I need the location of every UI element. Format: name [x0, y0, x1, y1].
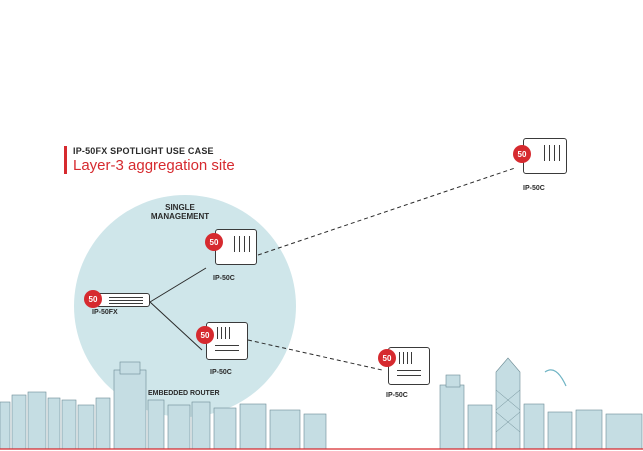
- ip-50c-node-right-top: 50 IP-50C: [513, 136, 573, 196]
- link-fx-to-top: [149, 267, 207, 303]
- model-50-badge: 50: [205, 233, 223, 251]
- ip-50c-node-right-bottom: 50 IP-50C: [378, 345, 438, 405]
- node-label: IP-50C: [523, 185, 545, 192]
- node-label: IP-50FX: [92, 309, 118, 316]
- ip-50c-node-top: 50 IP-50C: [205, 225, 265, 285]
- ip-50c-device: [206, 322, 248, 360]
- link-mid-to-right-bottom: [247, 339, 383, 371]
- link-top-to-right-top: [257, 167, 516, 256]
- single-management-label: SINGLE MANAGEMENT: [150, 203, 210, 221]
- ip-50fx-node: 50 IP-50FX: [84, 288, 154, 324]
- model-50-badge: 50: [513, 145, 531, 163]
- model-50-badge: 50: [378, 349, 396, 367]
- ip-50c-node-mid: 50 IP-50C: [196, 318, 256, 380]
- link-fx-to-mid: [149, 301, 203, 351]
- node-label: IP-50C: [213, 275, 235, 282]
- use-case-header: IP-50FX SPOTLIGHT USE CASE Layer-3 aggre…: [64, 146, 235, 174]
- use-case-title: Layer-3 aggregation site: [73, 157, 235, 174]
- model-50-badge: 50: [84, 290, 102, 308]
- node-label: IP-50C: [386, 392, 408, 399]
- model-50-badge: 50: [196, 326, 214, 344]
- embedded-router-label: EMBEDDED ROUTER: [148, 390, 220, 397]
- use-case-kicker: IP-50FX SPOTLIGHT USE CASE: [73, 146, 214, 156]
- node-label: IP-50C: [210, 369, 232, 376]
